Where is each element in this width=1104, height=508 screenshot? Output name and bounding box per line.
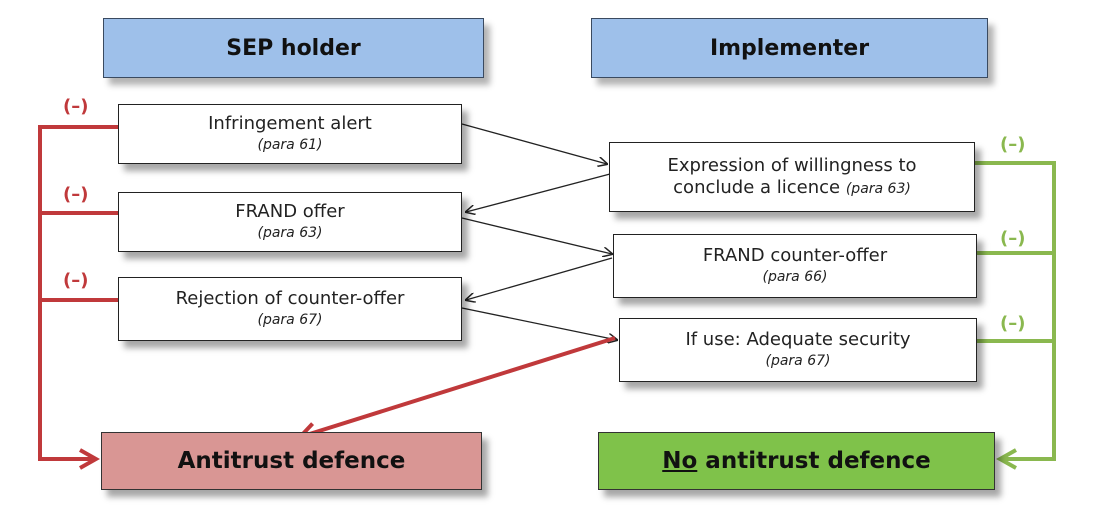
- minus-marker-red-2: (–): [63, 184, 89, 205]
- step-label-line2: conclude a licence: [673, 177, 841, 198]
- step-label: Infringement alert: [208, 113, 372, 134]
- step-ref: (para 61): [257, 137, 323, 153]
- minus-marker-green-2: (–): [1000, 228, 1026, 249]
- step-label-line1: Expression of willingness to: [667, 155, 917, 176]
- step-ref: (para 67): [765, 353, 831, 369]
- step-frand-offer: FRAND offer (para 63): [118, 192, 462, 252]
- outcome-no-rest: antitrust defence: [697, 448, 931, 474]
- outcome-no-antitrust-defence-label: No antitrust defence: [662, 448, 931, 474]
- step-label: FRAND offer: [235, 201, 345, 222]
- green-bracket: [975, 161, 1056, 459]
- outcome-no-underlined: No: [662, 448, 698, 474]
- arrow-offer-to-counteroffer: [461, 217, 612, 254]
- minus-marker-red-1: (–): [63, 96, 89, 117]
- step-label: Rejection of counter-offer: [175, 288, 405, 309]
- step-infringement-alert: Infringement alert (para 61): [118, 104, 462, 164]
- minus-marker-green-1: (–): [1000, 134, 1026, 155]
- outcome-no-antitrust-defence: No antitrust defence: [598, 432, 995, 490]
- header-sep-holder-label: SEP holder: [226, 35, 361, 61]
- red-bracket: [38, 125, 118, 459]
- red-arrow-security-to-defence: [300, 336, 616, 437]
- minus-marker-green-3: (–): [1000, 313, 1026, 334]
- arrow-counteroffer-to-rejection: [466, 257, 613, 300]
- step-ref: (para 67): [257, 312, 323, 328]
- header-implementer: Implementer: [591, 18, 988, 78]
- step-frand-counter-offer: FRAND counter-offer (para 66): [613, 234, 977, 298]
- outcome-antitrust-defence: Antitrust defence: [101, 432, 482, 490]
- step-ref: (para 66): [762, 269, 828, 285]
- minus-marker-red-3: (–): [63, 270, 89, 291]
- step-label: If use: Adequate security: [685, 329, 911, 350]
- step-expression-of-willingness: Expression of willingness to conclude a …: [609, 142, 975, 212]
- arrow-willingness-to-offer: [466, 173, 611, 212]
- step-rejection-of-counter-offer: Rejection of counter-offer (para 67): [118, 277, 462, 341]
- arrow-alert-to-willingness: [461, 123, 607, 164]
- step-ref: (para 63): [845, 181, 911, 197]
- step-adequate-security: If use: Adequate security (para 67): [619, 318, 977, 382]
- outcome-antitrust-defence-label: Antitrust defence: [177, 448, 406, 474]
- step-ref: (para 63): [257, 225, 323, 241]
- step-label: FRAND counter-offer: [702, 245, 888, 266]
- header-implementer-label: Implementer: [709, 35, 870, 61]
- arrow-rejection-to-security: [461, 307, 617, 340]
- step-label-line2-wrap: conclude a licence (para 63): [673, 177, 911, 199]
- header-sep-holder: SEP holder: [103, 18, 484, 78]
